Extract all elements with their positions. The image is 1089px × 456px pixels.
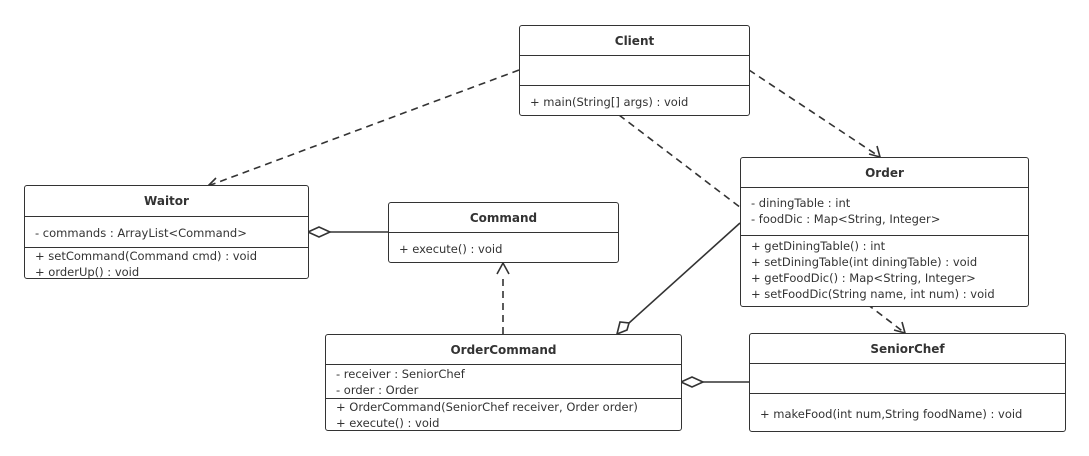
class-seniorchef[interactable]: SeniorChef + makeFood(int num,String foo… xyxy=(749,333,1066,432)
methods-section: + makeFood(int num,String foodName) : vo… xyxy=(750,394,1065,431)
attributes-section xyxy=(520,56,749,86)
aggregation-waitor-command xyxy=(306,226,388,238)
class-name: Order xyxy=(741,158,1028,188)
method: + makeFood(int num,String foodName) : vo… xyxy=(760,406,1023,421)
methods-section: + OrderCommand(SeniorChef receiver, Orde… xyxy=(326,399,681,430)
class-order[interactable]: Order - diningTable : int - foodDic : Ma… xyxy=(740,157,1029,307)
aggregation-ordercommand-seniorchef xyxy=(679,376,749,388)
class-client[interactable]: Client + main(String[] args) : void xyxy=(519,25,750,116)
attributes-section xyxy=(750,364,1065,394)
class-name: SeniorChef xyxy=(750,334,1065,364)
class-waitor[interactable]: Waitor - commands : ArrayList<Command> +… xyxy=(24,185,309,279)
attribute: - commands : ArrayList<Command> xyxy=(35,226,247,240)
attribute: - diningTable : int xyxy=(751,196,851,210)
method: + setDiningTable(int diningTable) : void xyxy=(751,255,978,269)
attribute: - order : Order xyxy=(336,383,419,397)
method: + execute() : void xyxy=(399,241,503,256)
method: + getDiningTable() : int xyxy=(751,239,886,253)
method: + setCommand(Command cmd) : void xyxy=(35,249,258,263)
class-name: OrderCommand xyxy=(326,335,681,365)
class-ordercommand[interactable]: OrderCommand - receiver : SeniorChef - o… xyxy=(325,334,682,431)
realization-ordercommand-command xyxy=(496,261,510,334)
attributes-section: - receiver : SeniorChef - order : Order xyxy=(326,365,681,399)
dependency-client-order xyxy=(748,69,882,159)
methods-section: + setCommand(Command cmd) : void + order… xyxy=(25,248,308,278)
class-name: Waitor xyxy=(25,186,308,217)
methods-section: + getDiningTable() : int + setDiningTabl… xyxy=(741,236,1028,306)
class-command[interactable]: Command + execute() : void xyxy=(388,202,619,263)
methods-section: + main(String[] args) : void xyxy=(520,86,749,115)
attributes-section: - commands : ArrayList<Command> xyxy=(25,217,308,248)
method: + main(String[] args) : void xyxy=(530,94,689,109)
method: + setFoodDic(String name, int num) : voi… xyxy=(751,287,995,301)
methods-section: + execute() : void xyxy=(389,233,618,262)
attributes-section: - diningTable : int - foodDic : Map<Stri… xyxy=(741,188,1028,236)
method: + OrderCommand(SeniorChef receiver, Orde… xyxy=(336,400,638,414)
aggregation-ordercommand-order xyxy=(615,222,741,336)
attribute: - receiver : SeniorChef xyxy=(336,367,465,381)
dependency-client-waitor xyxy=(206,69,520,190)
method: + execute() : void xyxy=(336,416,440,430)
method: + getFoodDic() : Map<String, Integer> xyxy=(751,271,976,285)
attribute: - foodDic : Map<String, Integer> xyxy=(751,212,941,226)
method: + orderUp() : void xyxy=(35,265,140,279)
class-name: Client xyxy=(520,26,749,56)
class-name: Command xyxy=(389,203,618,233)
